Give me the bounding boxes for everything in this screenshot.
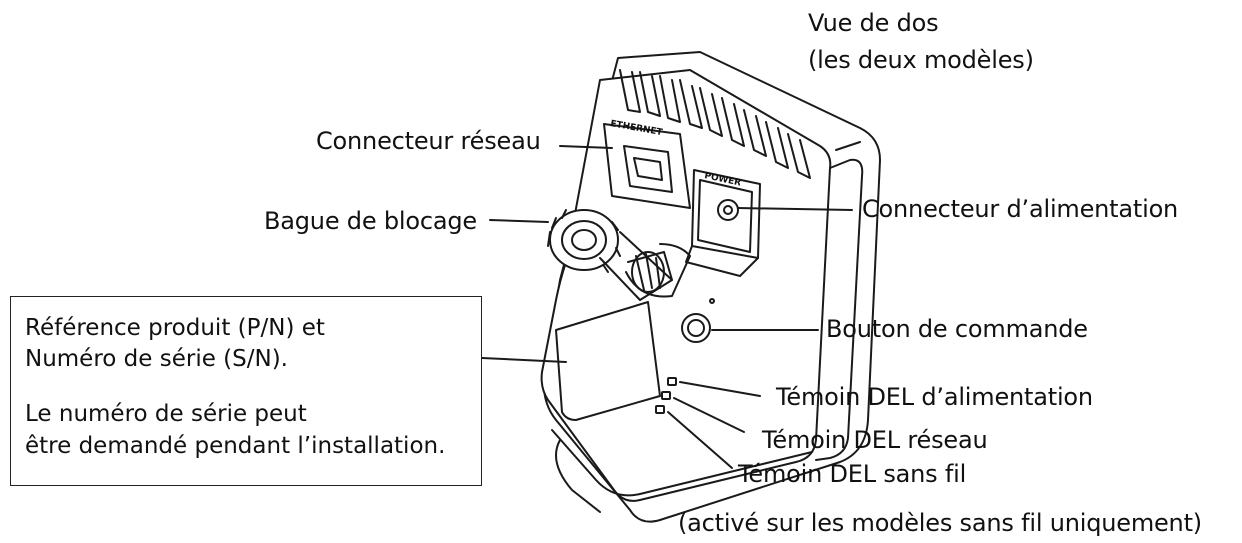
note-line-3: Le numéro de série peut [25,401,307,427]
note-line-1: Référence produit (P/N) et [25,315,325,341]
leader-network-led [673,397,745,433]
control-button-label: Bouton de commande [826,315,1088,343]
network-led-label: Témoin DEL réseau [762,426,988,454]
power-jack-icon [717,199,739,221]
control-button-shape [681,313,711,343]
view-title-line2: (les deux modèles) [808,46,1034,74]
back-panel [540,69,832,502]
leader-network-connector [559,145,613,149]
ethernet-recess [603,123,691,209]
wireless-led-shape [655,405,665,414]
ethernet-port-icon [623,145,673,193]
cooling-ribs [619,69,811,179]
power-led-shape [667,377,677,386]
serial-number-note-box: Référence produit (P/N) et Numéro de sér… [10,296,482,486]
network-led-shape [661,391,671,400]
power-connector-label: Connecteur d’alimentation [862,195,1179,223]
power-led-label: Témoin DEL d’alimentation [776,383,1093,411]
leader-note-box [481,357,567,363]
leader-locking-ring [489,219,549,223]
network-connector-label: Connecteur réseau [316,127,541,155]
leader-power-connector [737,207,853,211]
view-title-line1: Vue de dos [808,9,939,37]
note-line-4: être demandé pendant l’installation. [25,433,446,459]
label-plate [555,301,661,421]
locking-ring-shape [547,209,673,301]
leader-power-led [679,381,761,397]
locking-ring-label: Bague de blocage [264,207,477,235]
wireless-led-label: Témoin DEL sans fil [738,460,967,488]
leader-wireless-led [667,411,733,469]
note-line-2: Numéro de série (S/N). [25,346,288,372]
wireless-note-label: (activé sur les modèles sans fil uniquem… [678,509,1202,537]
